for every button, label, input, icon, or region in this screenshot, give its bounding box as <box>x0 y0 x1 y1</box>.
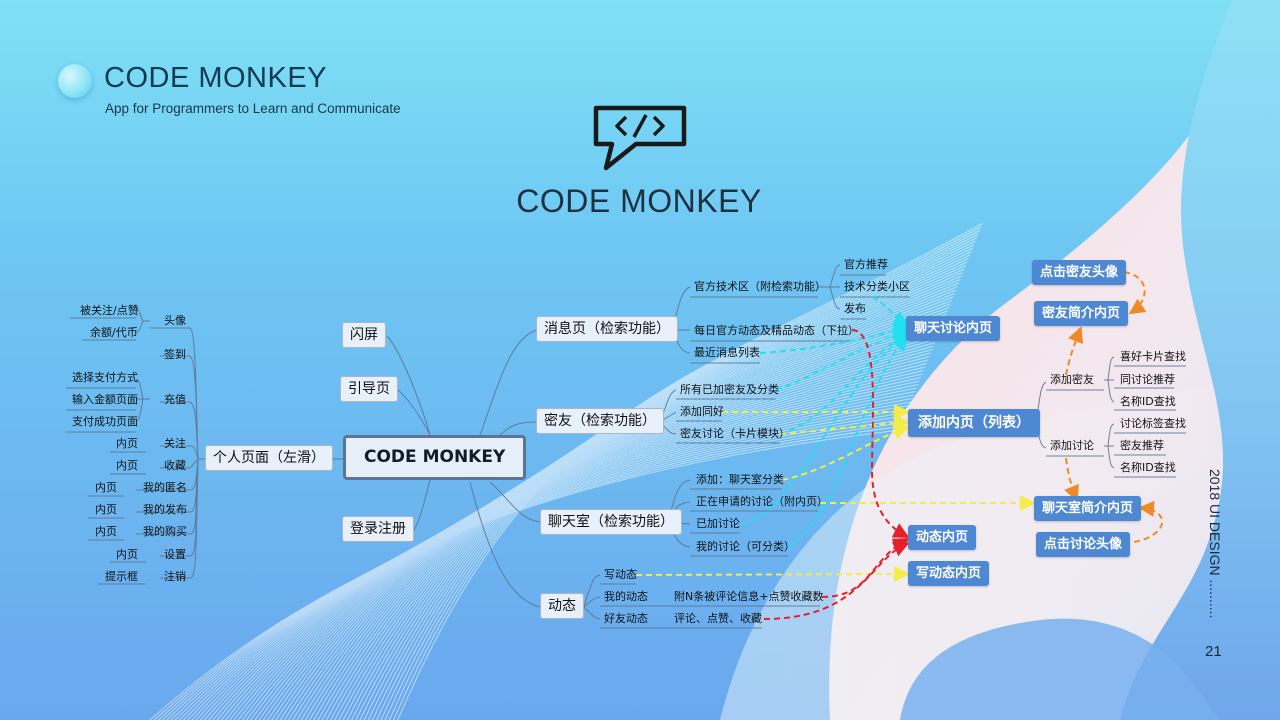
leaf-friends-feed-detail: 评论、点赞、收藏 <box>674 612 762 625</box>
page-friend-profile: 密友简介内页 <box>1034 301 1129 326</box>
leaf-hobby-card: 喜好卡片查找 <box>1120 350 1186 363</box>
leaf-add-category: 添加：聊天室分类 <box>696 473 784 486</box>
code-speech-bubble-icon <box>593 105 687 171</box>
brand-title: CODE MONKEY <box>104 62 328 94</box>
leaf-friends-feed: 好友动态 <box>604 612 648 625</box>
node-messages: 消息页（检索功能） <box>536 316 678 342</box>
vertical-design-label: 2018 UI DESIGN .......... <box>1207 469 1223 619</box>
node-friends: 密友（检索功能） <box>536 408 664 434</box>
node-profile: 个人页面（左滑） <box>205 445 333 471</box>
leaf-favorite: 收藏 <box>164 459 186 472</box>
leaf-add-friend-branch: 添加密友 <box>1050 373 1094 386</box>
leaf-daily: 每日官方动态及精品动态（下拉） <box>694 324 859 337</box>
leaf-settings: 设置 <box>164 548 186 561</box>
leaf-my-feed: 我的动态 <box>604 590 648 603</box>
leaf-anon-inner: 内页 <box>95 481 117 494</box>
leaf-same-topic: 同讨论推荐 <box>1120 373 1175 386</box>
page-click-discussion-avatar: 点击讨论头像 <box>1036 532 1131 557</box>
leaf-name-search-1: 名称ID查找 <box>1120 395 1176 408</box>
leaf-write: 写动态 <box>604 568 637 581</box>
leaf-friend-recommend: 密友推荐 <box>1120 439 1164 452</box>
node-login: 登录注册 <box>342 516 414 542</box>
leaf-add-discussion: 添加讨论 <box>1050 439 1094 452</box>
node-chatroom: 聊天室（检索功能） <box>540 509 682 535</box>
page-write-feed: 写动态内页 <box>908 561 990 586</box>
leaf-tag-search: 讨论标签查找 <box>1120 417 1186 430</box>
leaf-follow: 关注 <box>164 437 186 450</box>
leaf-followed: 被关注/点赞 <box>80 304 139 317</box>
leaf-buy-inner: 内页 <box>95 525 117 538</box>
mindmap-root: CODE MONKEY <box>343 435 527 480</box>
leaf-recharge: 充值 <box>164 393 186 406</box>
leaf-joined: 已加讨论 <box>696 517 740 530</box>
leaf-pay-method: 选择支付方式 <box>72 371 138 384</box>
page-chat-discussion: 聊天讨论内页 <box>906 316 1001 341</box>
node-splash: 闪屏 <box>342 322 386 348</box>
page-click-friend-avatar: 点击密友头像 <box>1032 260 1127 285</box>
page-feed-detail: 动态内页 <box>908 525 977 550</box>
leaf-fav-inner: 内页 <box>116 459 138 472</box>
leaf-pub-inner: 内页 <box>95 503 117 516</box>
leaf-mine: 我的讨论（可分类） <box>696 540 795 553</box>
leaf-anonymous: 我的匿名 <box>143 481 187 494</box>
leaf-friend-talk: 密友讨论（卡片模块） <box>680 427 790 440</box>
leaf-my-feed-detail: 附N条被评论信息+点赞收藏数 <box>674 590 824 603</box>
leaf-logout-prompt: 提示框 <box>105 570 138 583</box>
page-number: 21 <box>1205 643 1222 660</box>
leaf-my-purchases: 我的购买 <box>143 525 187 538</box>
leaf-checkin: 签到 <box>164 348 186 361</box>
leaf-follow-inner: 内页 <box>116 437 138 450</box>
node-guide: 引导页 <box>340 376 398 402</box>
leaf-amount-page: 输入金额页面 <box>72 393 138 406</box>
page-chatroom-profile: 聊天室简介内页 <box>1034 496 1142 521</box>
leaf-tech-groups: 技术分类小区 <box>844 280 910 293</box>
leaf-publish: 发布 <box>844 302 866 315</box>
leaf-applying: 正在申请的讨论（附内页） <box>696 495 828 508</box>
brand-tagline: App for Programmers to Learn and Communi… <box>105 101 401 116</box>
leaf-all-friends: 所有已加密友及分类 <box>680 383 779 396</box>
leaf-logout: 注销 <box>164 570 186 583</box>
leaf-my-posts: 我的发布 <box>143 503 187 516</box>
logo-dot-icon <box>58 64 92 98</box>
leaf-name-search-2: 名称ID查找 <box>1120 461 1176 474</box>
page-add-list: 添加内页（列表） <box>908 409 1040 437</box>
node-feed: 动态 <box>540 593 584 619</box>
leaf-avatar: 头像 <box>164 314 186 327</box>
leaf-pay-success: 支付成功页面 <box>72 415 138 428</box>
leaf-set-inner: 内页 <box>116 548 138 561</box>
center-logo-title: CODE MONKEY <box>516 183 762 219</box>
leaf-add-friend: 添加同好 <box>680 405 724 418</box>
leaf-recent: 最近消息列表 <box>694 346 760 359</box>
leaf-tech-zone: 官方技术区（附检索功能） <box>694 280 826 293</box>
leaf-recommend: 官方推荐 <box>844 258 888 271</box>
leaf-balance: 余额/代币 <box>90 326 138 339</box>
